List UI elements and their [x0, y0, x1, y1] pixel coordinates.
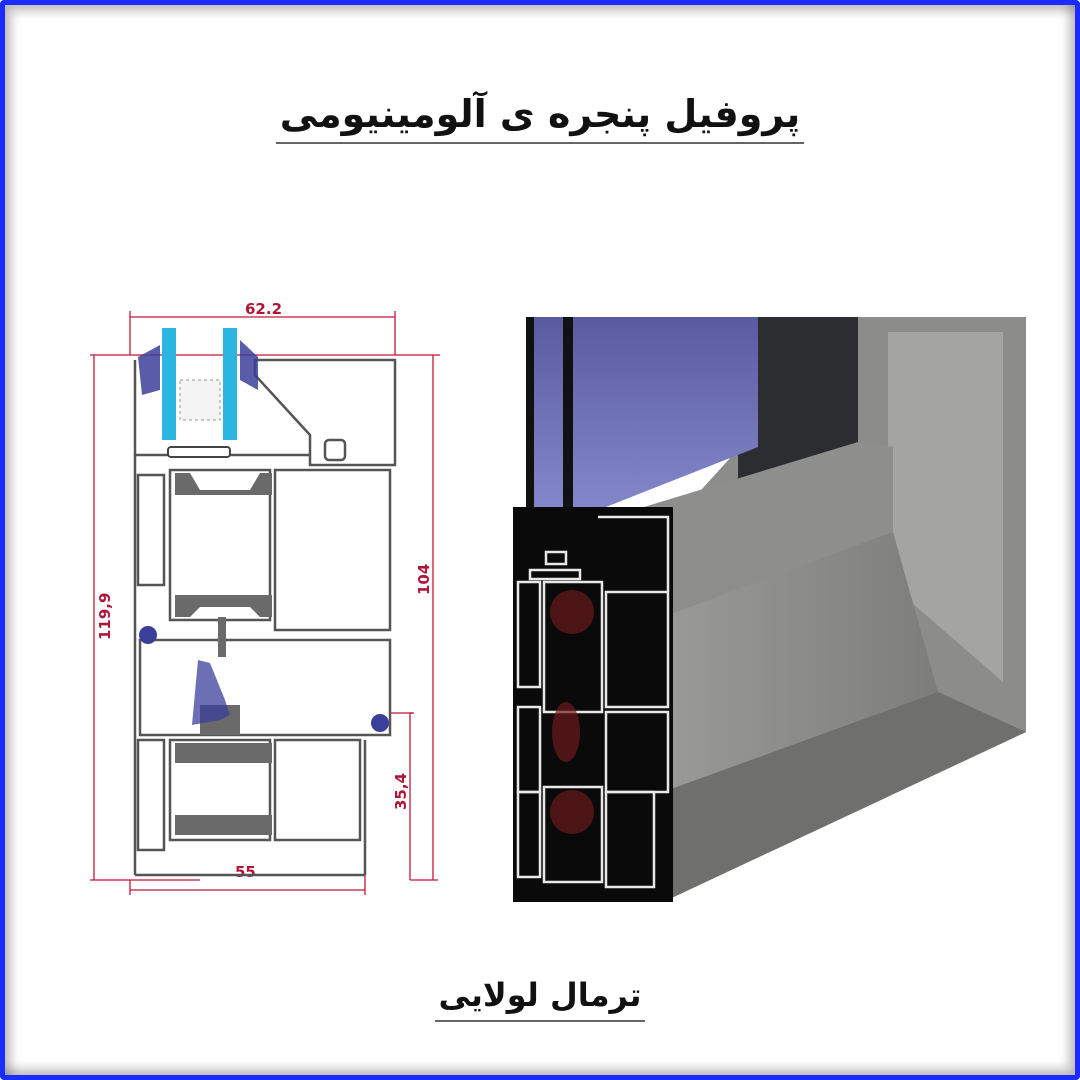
subtitle-text: ترمال لولایی	[434, 976, 646, 1022]
page-subtitle: ترمال لولایی	[0, 976, 1080, 1022]
glass-pane	[526, 317, 758, 537]
profile-3d-render	[508, 312, 1038, 912]
gaskets	[138, 340, 389, 732]
dim-overall-height: 119,9	[96, 593, 114, 640]
profile-cross-section-drawing: 62.2 55 119,9 104 35,4	[80, 295, 460, 895]
double-glazing	[162, 328, 237, 458]
dim-frame-height: 104	[415, 564, 433, 595]
profile-cross-section	[513, 507, 673, 902]
thermal-break-strips	[175, 473, 272, 835]
page-title: پروفیل پنجره ی آلومینیومی	[0, 92, 1080, 144]
dimension-lines	[90, 311, 440, 895]
dim-sash-offset: 35,4	[392, 773, 410, 810]
dim-bottom-width: 55	[235, 863, 256, 881]
title-text: پروفیل پنجره ی آلومینیومی	[275, 92, 805, 144]
frame-front-face	[663, 532, 938, 792]
dim-top-width: 62.2	[245, 300, 282, 318]
